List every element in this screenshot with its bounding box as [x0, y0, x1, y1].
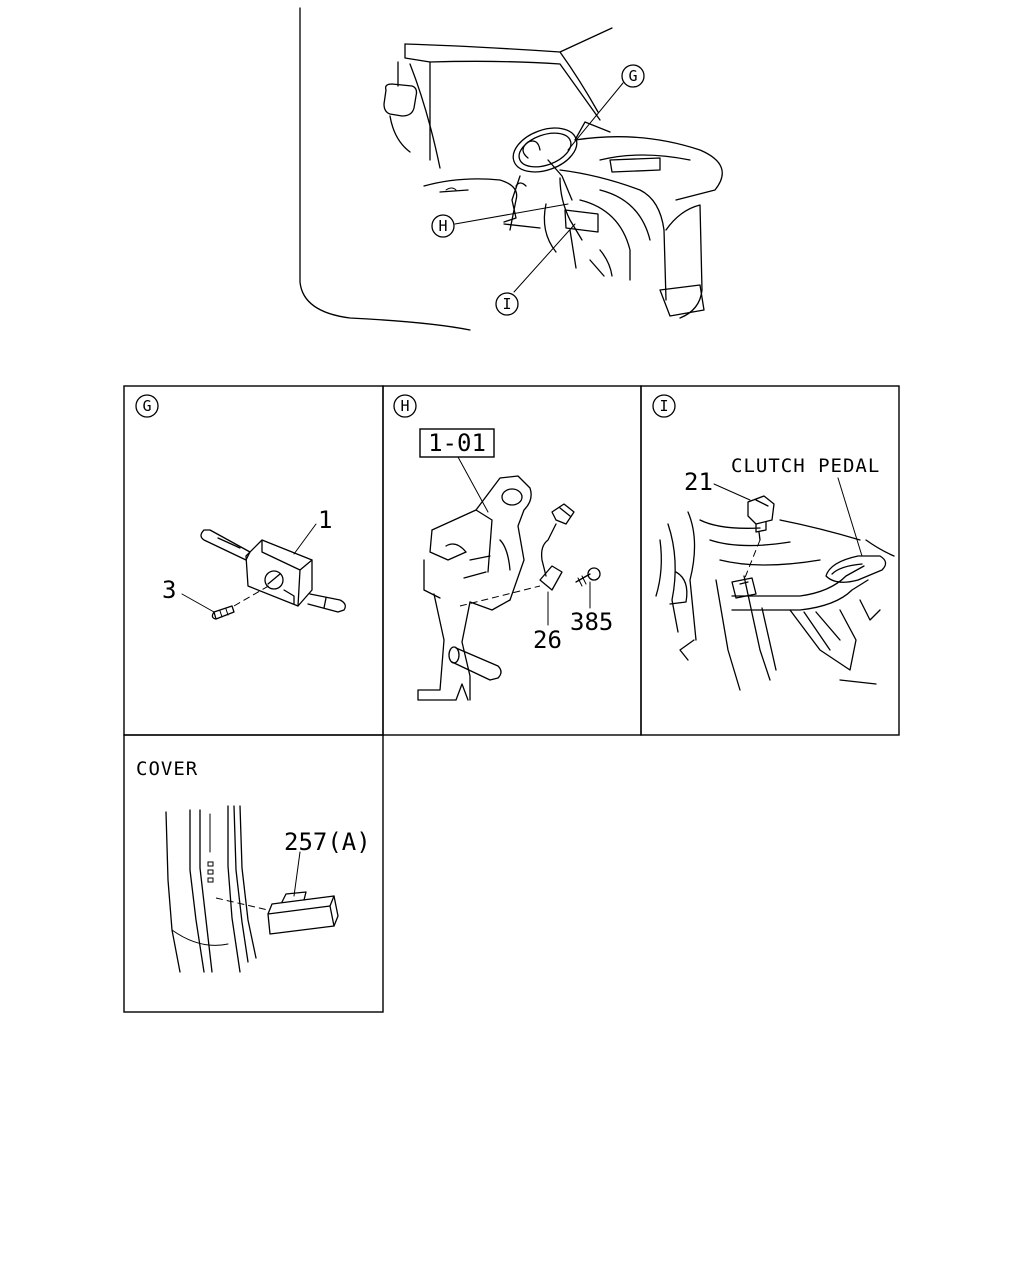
callout-g: G — [621, 64, 645, 88]
svg-text:H: H — [438, 217, 447, 235]
combination-switch-drawing — [200, 529, 346, 620]
panel-cover: COVER 257(A) — [136, 758, 371, 973]
clutch-pedal-label: CLUTCH PEDAL — [731, 455, 880, 477]
panel-h-leaders — [459, 581, 591, 626]
overview-leaders — [454, 82, 624, 293]
clutch-assembly-drawing — [655, 495, 895, 691]
part-number-385: 385 — [570, 608, 613, 636]
detail-frames — [123, 385, 900, 1013]
panel-cover-leaders — [215, 851, 301, 911]
cab-overview-drawing — [299, 7, 723, 331]
svg-text:G: G — [628, 67, 637, 85]
svg-text:I: I — [502, 295, 511, 313]
part-number-26: 26 — [533, 626, 562, 654]
part-number-3: 3 — [162, 576, 176, 604]
panel-h: H 1-01 — [393, 394, 613, 701]
cover-label: COVER — [136, 758, 198, 780]
panel-i-id-badge: I — [652, 394, 676, 418]
panel-g-leaders — [181, 523, 317, 613]
callout-h: H — [431, 214, 455, 238]
part-number-1: 1 — [318, 506, 332, 534]
svg-text:I: I — [659, 397, 668, 415]
pedal-bracket-drawing — [417, 475, 532, 701]
panel-g: G 1 3 — [135, 394, 346, 620]
panel-i: I CLUTCH PEDAL — [652, 394, 895, 691]
svg-text:1-01: 1-01 — [428, 429, 486, 457]
svg-text:H: H — [400, 397, 409, 415]
callout-i: I — [495, 292, 519, 316]
part-number-257a: 257(A) — [284, 828, 371, 856]
panel-g-id-badge: G — [135, 394, 159, 418]
brake-switch-drawing — [539, 503, 601, 591]
panel-h-id-badge: H — [393, 394, 417, 418]
part-number-21: 21 — [684, 468, 713, 496]
panel-i-leaders — [713, 483, 761, 581]
svg-text:G: G — [142, 397, 151, 415]
cover-panel-drawing — [165, 805, 339, 973]
reference-box-1-01: 1-01 — [419, 428, 495, 458]
